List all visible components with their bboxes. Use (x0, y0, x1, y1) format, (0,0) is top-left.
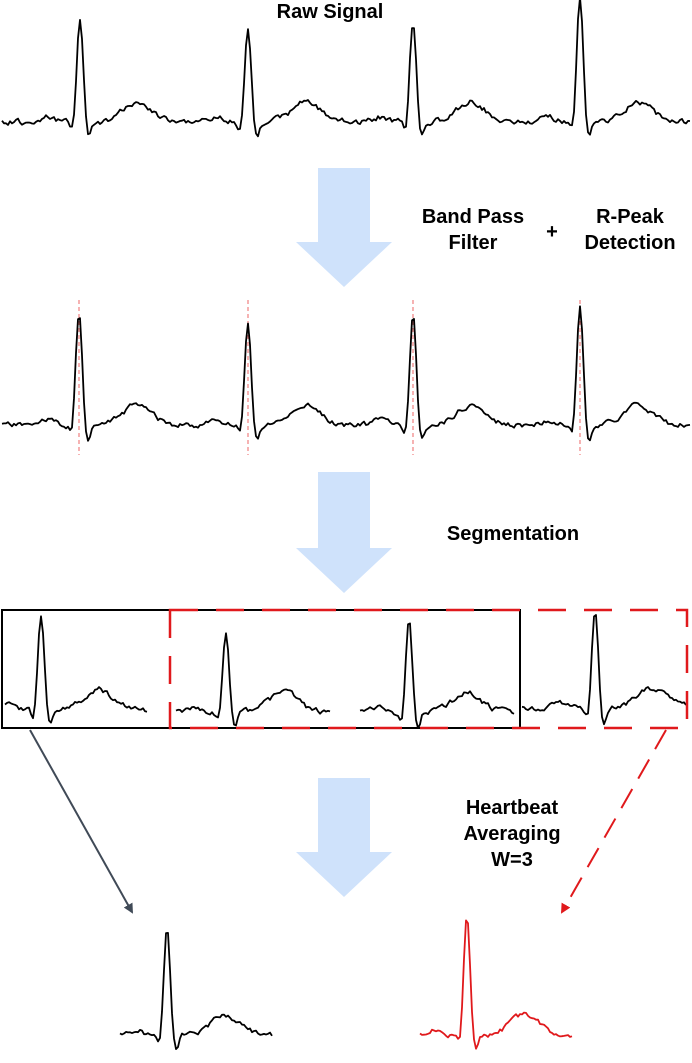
raw-signal-line (1, 0, 691, 138)
r-peak-detection-label-line2: Detection (584, 232, 675, 254)
averaged-beat-black (119, 932, 273, 1050)
segmentation-label: Segmentation (447, 523, 579, 545)
link-arrow-red-dashed (561, 729, 667, 914)
r-peak-markers (78, 300, 581, 455)
plus-sign: + (546, 221, 558, 243)
segment-trace-4 (521, 614, 687, 726)
flow-arrow-1 (296, 168, 392, 287)
filtered-signal-line (1, 305, 691, 442)
averaged-beats (119, 919, 573, 1050)
window-box-red-dashed (168, 608, 689, 730)
segment-traces (4, 614, 687, 729)
heartbeat-averaging-label-line1: Heartbeat (466, 797, 559, 819)
r-peak-detection-label-line1: R-Peak (596, 206, 665, 228)
segment-trace-2 (175, 632, 331, 727)
averaged-beat-red (419, 919, 573, 1050)
filtered-signal-trace (1, 305, 691, 442)
band-pass-filter-label-line1: Band Pass (422, 206, 524, 228)
segment-trace-1 (4, 615, 148, 724)
link-arrow-black (29, 729, 133, 914)
flow-arrow-3 (296, 778, 392, 897)
band-pass-filter-label-line2: Filter (449, 232, 498, 254)
heartbeat-averaging-label-line2: Averaging (463, 823, 560, 845)
heartbeat-averaging-label-line3: W=3 (491, 849, 533, 871)
segment-trace-3 (359, 622, 515, 729)
flow-arrow-2 (296, 472, 392, 593)
raw-signal-label: Raw Signal (277, 1, 384, 23)
raw-signal-trace (1, 0, 691, 138)
window-box-black (1, 609, 521, 729)
